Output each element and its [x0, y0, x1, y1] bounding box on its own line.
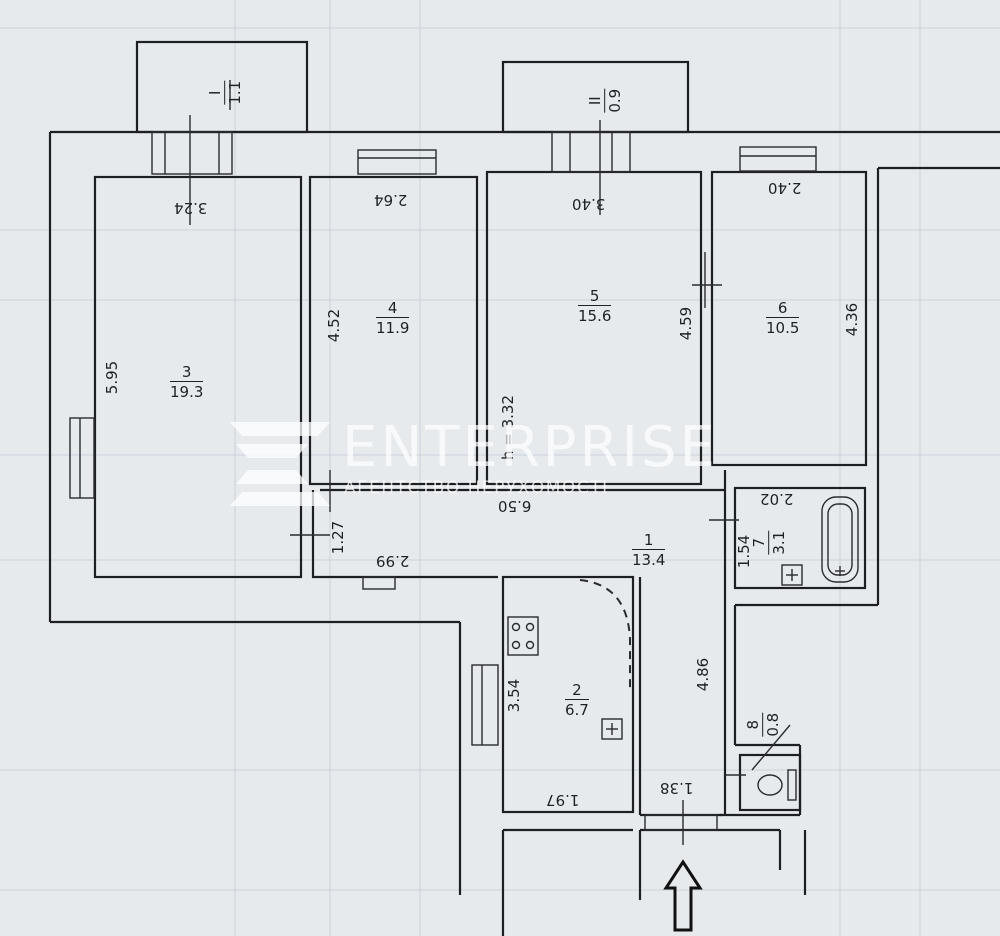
room-5-label-block: 5 15.6	[578, 287, 612, 326]
balcony-1-area: 1.1	[226, 80, 245, 105]
dim-corridor-width: 1.38	[660, 779, 694, 797]
dim-hall-length: 6.50	[498, 497, 532, 515]
room-6-area: 10.5	[766, 319, 800, 338]
dim-hall-depth: 1.27	[329, 520, 348, 555]
room-4-number: 4	[376, 299, 410, 319]
room-4-label-block: 4 11.9	[376, 299, 410, 338]
dim-room5-width: 3.40	[572, 195, 606, 213]
balcony-2-label-block: II 0.9	[586, 88, 625, 113]
dim-room3-width: 3.24	[174, 199, 208, 217]
room-2-number: 2	[565, 681, 589, 701]
dim-kitchen-width: 1.97	[546, 791, 580, 809]
sink-icon	[601, 718, 623, 740]
dim-corridor-height: 4.86	[694, 657, 713, 692]
room-1-area: 13.4	[632, 551, 666, 570]
room-5-number: 5	[578, 287, 612, 307]
room-7-label-block: 7 3.1	[750, 530, 789, 555]
room-3-number: 3	[170, 363, 204, 383]
dimension-lines	[189, 80, 791, 845]
room-3-label-block: 3 19.3	[170, 363, 204, 402]
balcony-1-label-block: I 1.1	[206, 80, 245, 105]
room-7-number: 7	[750, 530, 770, 555]
dim-room6-width: 2.40	[768, 179, 802, 197]
dim-room4-width: 2.64	[374, 191, 408, 209]
bathtub-drain-icon	[835, 566, 845, 576]
dim-room4-height: 4.52	[325, 308, 344, 343]
dim-bath-height: 1.54	[735, 534, 754, 569]
balcony-2-area: 0.9	[606, 88, 625, 113]
dim-hall-width: 2.99	[376, 552, 410, 570]
room-5-area: 15.6	[578, 307, 612, 326]
room-8-label-block: 8 0.8	[744, 712, 783, 737]
kitchen-partition-arc	[579, 579, 631, 690]
windows	[69, 131, 817, 831]
dim-room5-height: 4.59	[677, 306, 696, 341]
stove-icon	[507, 616, 539, 656]
walls	[48, 40, 1000, 936]
room-3-area: 19.3	[170, 383, 204, 402]
room-1-label-block: 1 13.4	[632, 531, 666, 570]
room-6-number: 6	[766, 299, 800, 319]
room-2-area: 6.7	[565, 701, 589, 720]
door-marks	[290, 252, 746, 776]
room-7-area: 3.1	[770, 530, 789, 555]
room-8-area: 0.8	[764, 712, 783, 737]
room-6-label-block: 6 10.5	[766, 299, 800, 338]
room-8-number: 8	[744, 712, 764, 737]
dim-bath-width: 2.02	[760, 490, 794, 508]
dim-room6-height: 4.36	[843, 302, 862, 337]
balcony-2-number: II	[586, 88, 606, 113]
room-1-number: 1	[632, 531, 666, 551]
balcony-1-number: I	[206, 80, 226, 105]
dim-room3-height: 5.95	[103, 360, 122, 395]
washbasin-icon	[781, 564, 803, 586]
dim-ceiling-height: h = 3.32	[499, 394, 518, 461]
room-2-label-block: 2 6.7	[565, 681, 589, 720]
dim-kitchen-height: 3.54	[505, 678, 524, 713]
entrance-arrow-icon	[663, 859, 703, 932]
room-4-area: 11.9	[376, 319, 410, 338]
